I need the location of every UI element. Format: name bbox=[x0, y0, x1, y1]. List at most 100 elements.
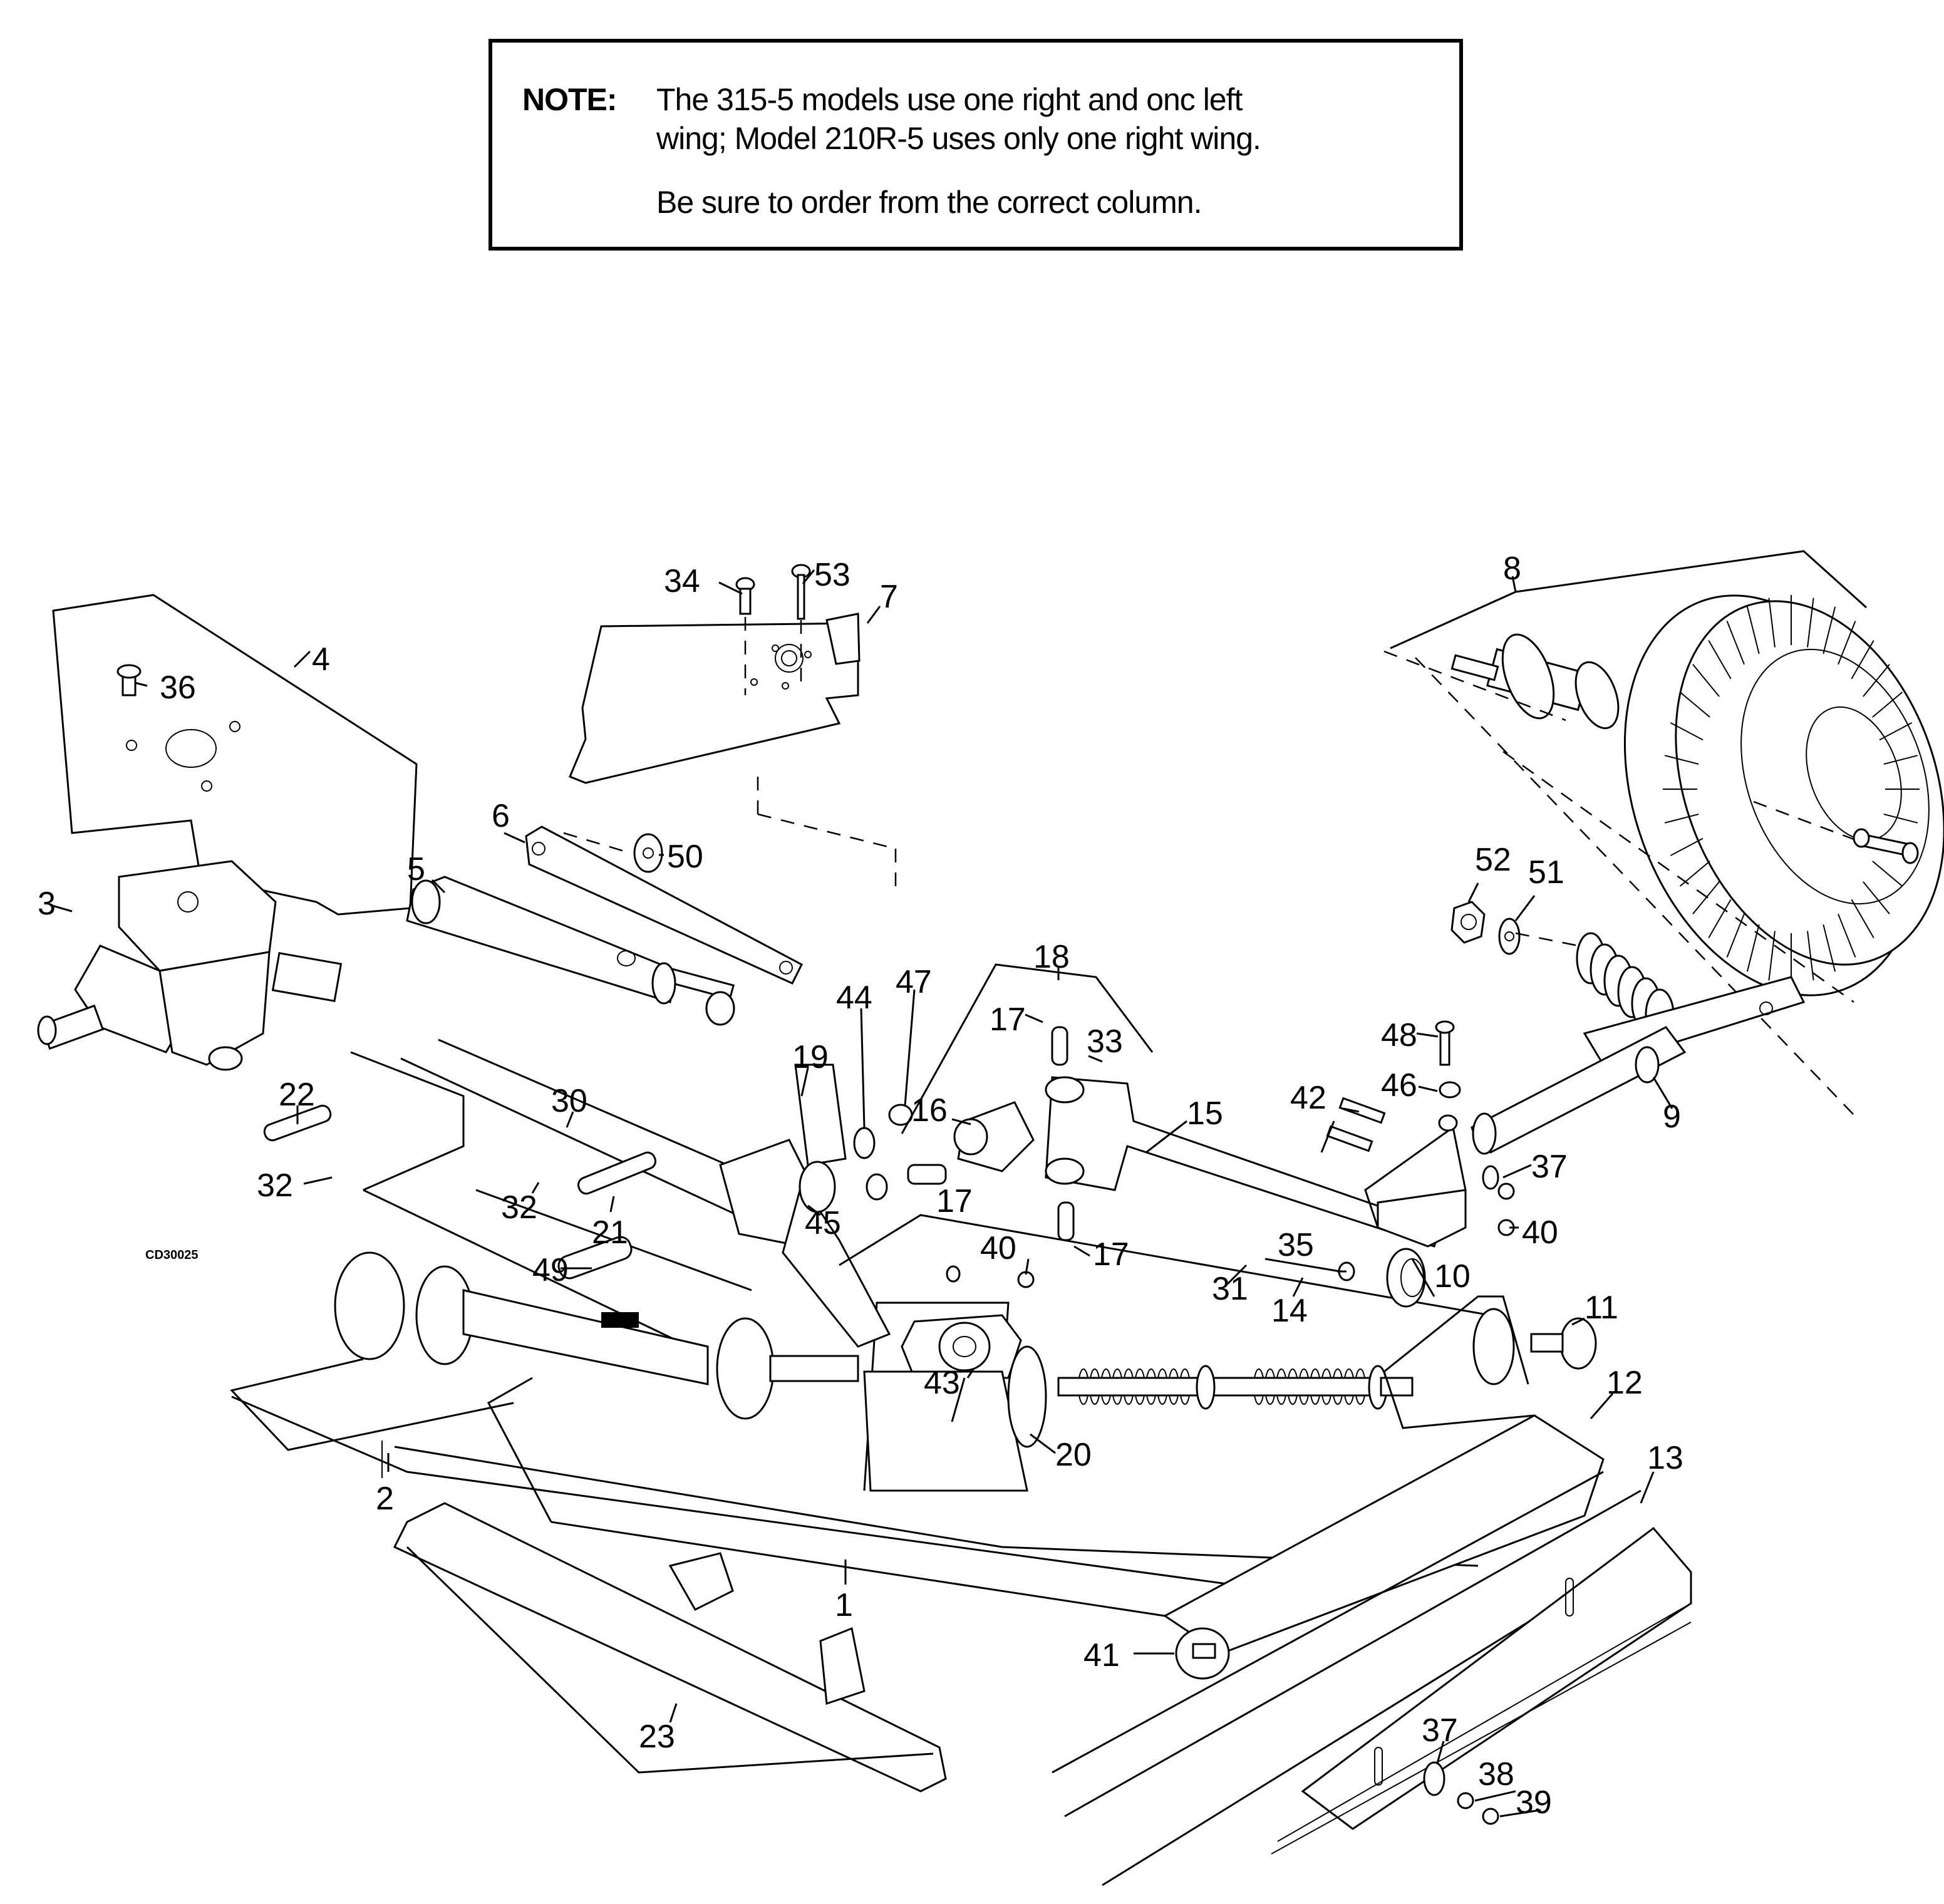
part-label: 9 bbox=[1663, 1099, 1681, 1135]
part-label: 17 bbox=[936, 1183, 973, 1219]
tire-tread-line bbox=[1851, 640, 1874, 680]
tire-tread-line bbox=[1768, 931, 1776, 981]
part-label: 46 bbox=[1381, 1067, 1417, 1104]
part-label: 41 bbox=[1083, 1637, 1120, 1674]
part-label: 11 bbox=[1585, 1290, 1618, 1326]
blade-support bbox=[393, 1502, 947, 1793]
part-label: 37 bbox=[1422, 1712, 1458, 1749]
tire-tread-line bbox=[1692, 881, 1720, 914]
part-label: 44 bbox=[836, 980, 872, 1016]
tire-tread-line bbox=[1822, 606, 1836, 654]
washer-51-icon bbox=[1498, 918, 1521, 955]
part-label: 1 bbox=[835, 1587, 853, 1623]
part-label: 17 bbox=[990, 1001, 1026, 1038]
part-label: 52 bbox=[1475, 842, 1511, 878]
hardware-37-38-39 bbox=[1423, 1761, 1499, 1825]
tire-tread-line bbox=[1746, 606, 1760, 654]
bolt-41-icon bbox=[1175, 1627, 1230, 1680]
tire-tread-line bbox=[1863, 664, 1890, 697]
tire-tread-line bbox=[1807, 931, 1814, 981]
tire-tread-line bbox=[1664, 755, 1699, 765]
part-label: 32 bbox=[257, 1167, 293, 1204]
tire-tread-line bbox=[1670, 837, 1704, 856]
bushing-10-icon bbox=[1386, 1248, 1426, 1308]
spring-arm-assembly bbox=[1471, 932, 1806, 1155]
note-label: NOTE: bbox=[522, 82, 618, 117]
part-label: 18 bbox=[1033, 939, 1070, 975]
tire-tread-line bbox=[1708, 899, 1732, 938]
bolt-42-icon bbox=[1326, 1097, 1386, 1152]
part-label: 36 bbox=[160, 670, 196, 706]
part-label: 20 bbox=[1055, 1437, 1092, 1473]
spring-rod bbox=[1057, 1365, 1414, 1410]
lift-arm bbox=[1045, 1026, 1467, 1248]
part-label: 34 bbox=[664, 563, 700, 599]
leader-lines bbox=[49, 569, 1673, 1818]
bolt-36-icon bbox=[116, 664, 142, 696]
part-label: 12 bbox=[1606, 1365, 1643, 1401]
part-label: 19 bbox=[792, 1039, 829, 1075]
tire-tread-line bbox=[1807, 598, 1814, 648]
center-gearbox bbox=[863, 1314, 1047, 1492]
washer-50-icon bbox=[563, 832, 663, 873]
part-label: 42 bbox=[1290, 1080, 1326, 1116]
diagram-code: CD30025 bbox=[145, 1248, 199, 1262]
part-label: 30 bbox=[551, 1083, 587, 1119]
nut-52-icon bbox=[1450, 901, 1486, 944]
part-label: 53 bbox=[814, 557, 850, 593]
bolt-34-icon bbox=[735, 577, 755, 695]
part-label: 33 bbox=[1087, 1023, 1123, 1060]
part-label: 14 bbox=[1271, 1293, 1308, 1329]
driveline bbox=[230, 1251, 859, 1478]
part-label: 16 bbox=[911, 1092, 948, 1129]
part-label: 6 bbox=[492, 798, 510, 834]
part-label: 43 bbox=[924, 1365, 960, 1401]
skid-rail bbox=[1271, 1526, 1692, 1855]
part-label: 8 bbox=[1503, 551, 1521, 587]
part-label: 49 bbox=[532, 1252, 569, 1288]
part-label: 45 bbox=[805, 1205, 841, 1241]
part-label: 4 bbox=[312, 641, 330, 678]
part-label: 32 bbox=[501, 1189, 537, 1226]
part-label: 37 bbox=[1531, 1149, 1568, 1185]
note-line-3: Be sure to order from the correct column… bbox=[656, 185, 1202, 220]
part-label: 23 bbox=[639, 1719, 675, 1755]
part-label: 40 bbox=[1522, 1214, 1558, 1251]
note-box: NOTE: The 315-5 models use one right and… bbox=[489, 39, 1463, 251]
tire-tread-line bbox=[1851, 899, 1874, 938]
part-label: 22 bbox=[279, 1077, 315, 1113]
tire-tread-line bbox=[1726, 621, 1745, 665]
tire-tread-line bbox=[1883, 755, 1918, 765]
tire-tread-line bbox=[1692, 664, 1720, 697]
part-label: 47 bbox=[896, 964, 932, 1000]
part-label: 2 bbox=[376, 1481, 394, 1517]
hydraulic-cylinder bbox=[406, 876, 735, 1026]
part-label: 51 bbox=[1528, 854, 1564, 891]
tire-tread-line bbox=[1872, 691, 1903, 718]
tire-tread-line bbox=[1679, 691, 1710, 718]
shield-panel bbox=[52, 594, 418, 916]
tire-tread-line bbox=[1768, 598, 1776, 648]
tire-tread-line bbox=[1872, 861, 1903, 887]
part-label: 40 bbox=[980, 1230, 1016, 1266]
part-label: 48 bbox=[1381, 1017, 1417, 1053]
link-arm bbox=[525, 825, 803, 985]
note-line-1: The 315-5 models use one right and onc l… bbox=[656, 82, 1243, 117]
part-label: 31 bbox=[1212, 1271, 1248, 1307]
center-pivot-bracket bbox=[719, 963, 1491, 1348]
tire-tread-line bbox=[1822, 924, 1836, 972]
part-label: 39 bbox=[1516, 1784, 1552, 1821]
part-label: 17 bbox=[1093, 1236, 1129, 1273]
tire-tread-line bbox=[1838, 621, 1856, 665]
tire-tread-line bbox=[1883, 813, 1918, 824]
part-label: 10 bbox=[1434, 1258, 1471, 1295]
tire-tread-line bbox=[1664, 813, 1699, 824]
tire-tread-line bbox=[1838, 913, 1856, 958]
tire-tread-line bbox=[1670, 722, 1704, 741]
tire-tread-line bbox=[1708, 640, 1732, 680]
wheel-assembly bbox=[1383, 550, 1944, 1115]
tire-tread-line bbox=[1863, 881, 1890, 914]
part-label: 21 bbox=[592, 1214, 628, 1251]
pin-21-icon bbox=[577, 1151, 657, 1195]
